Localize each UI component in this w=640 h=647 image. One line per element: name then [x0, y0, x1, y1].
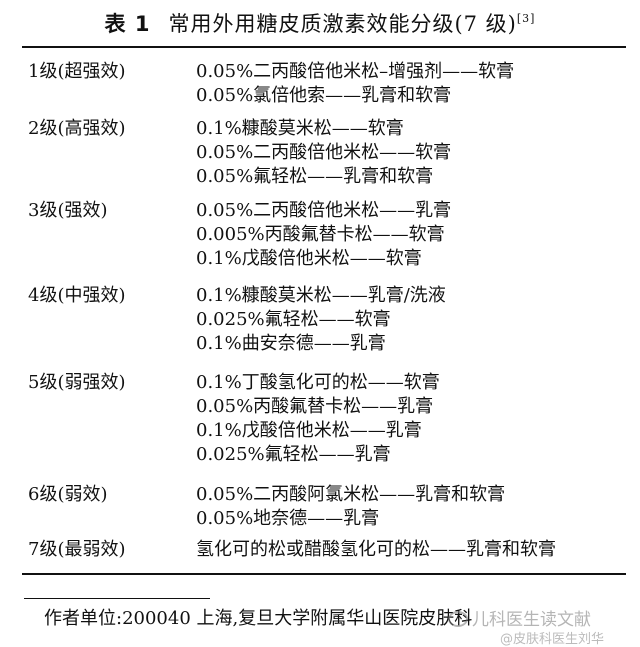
table-title-text: 常用外用糖皮质激素效能分级(7 级) — [168, 12, 517, 36]
grade-name: 6级(弱效) — [28, 484, 108, 505]
grade-name: 7级(最弱效) — [28, 539, 126, 560]
grade-name: 5级(弱强效) — [28, 372, 126, 393]
bottom-rule — [22, 573, 626, 575]
table-title: 表 1 常用外用糖皮质激素效能分级(7 级)[3] — [0, 8, 640, 38]
drug-item: 0.1%戊酸倍他米松——软膏 — [196, 248, 422, 269]
grade-items: 0.05%二丙酸倍他米松——乳膏 0.005%丙酸氟替卡松——软膏 0.1%戊酸倍他… — [196, 199, 451, 271]
grade-name: 3级(强效) — [28, 200, 108, 221]
watermark-text: 儿科医生读文献 — [472, 610, 591, 630]
drug-item: 0.05%二丙酸倍他米松——软膏 — [196, 142, 452, 163]
grade-items: 0.1%糠酸莫米松——软膏 0.05%二丙酸倍他米松——软膏 0.05%氟轻松——乳… — [196, 117, 451, 189]
watermark-sub: @皮肤科医生刘华 — [500, 632, 605, 647]
drug-item: 0.1%糠酸莫米松——软膏 — [196, 118, 404, 139]
drug-item: 0.05%丙酸氟替卡松——乳膏 — [196, 396, 434, 417]
table-label: 表 1 — [104, 12, 151, 36]
author-affiliation: 作者单位:200040 上海,复旦大学附属华山医院皮肤科 — [44, 608, 473, 629]
drug-item: 0.005%丙酸氟替卡松——软膏 — [196, 224, 445, 245]
grade-name: 4级(中强效) — [28, 285, 126, 306]
drug-item: 0.05%二丙酸阿氯米松——乳膏和软膏 — [196, 484, 506, 505]
drug-item: 0.1%丁酸氢化可的松——软膏 — [196, 372, 440, 393]
grade-items: 0.1%糠酸莫米松——乳膏/洗液 0.025%氟轻松——软膏 0.1%曲安奈德——乳… — [196, 284, 446, 356]
grade-items: 氢化可的松或醋酸氢化可的松——乳膏和软膏 — [196, 538, 556, 562]
drug-item: 0.1%糠酸莫米松——乳膏/洗液 — [196, 285, 446, 306]
footnote-rule — [24, 598, 210, 599]
grade-name: 2级(高强效) — [28, 118, 126, 139]
grade-items: 0.1%丁酸氢化可的松——软膏 0.05%丙酸氟替卡松——乳膏 0.1%戊酸倍他米松… — [196, 371, 440, 467]
drug-item: 0.025%氟轻松——乳膏 — [196, 444, 391, 465]
drug-item: 0.1%曲安奈德——乳膏 — [196, 333, 386, 354]
watermark: 儿科医生读文献 — [448, 605, 591, 630]
top-rule — [22, 46, 626, 48]
drug-item: 0.05%氯倍他索——乳膏和软膏 — [196, 85, 452, 106]
drug-item: 0.05%地奈德——乳膏 — [196, 508, 380, 529]
grade-items: 0.05%二丙酸阿氯米松——乳膏和软膏 0.05%地奈德——乳膏 — [196, 483, 505, 531]
reference-mark: [3] — [516, 12, 536, 25]
drug-item: 0.025%氟轻松——软膏 — [196, 309, 391, 330]
drug-item: 氢化可的松或醋酸氢化可的松——乳膏和软膏 — [196, 539, 556, 560]
grade-items: 0.05%二丙酸倍他米松–增强剂——软膏 0.05%氯倍他索——乳膏和软膏 — [196, 60, 514, 108]
drug-item: 0.05%二丙酸倍他米松–增强剂——软膏 — [196, 61, 515, 82]
drug-item: 0.1%戊酸倍他米松——乳膏 — [196, 420, 422, 441]
drug-item: 0.05%氟轻松——乳膏和软膏 — [196, 166, 434, 187]
wechat-icon — [448, 611, 468, 627]
drug-item: 0.05%二丙酸倍他米松——乳膏 — [196, 200, 452, 221]
grade-name: 1级(超强效) — [28, 61, 126, 82]
